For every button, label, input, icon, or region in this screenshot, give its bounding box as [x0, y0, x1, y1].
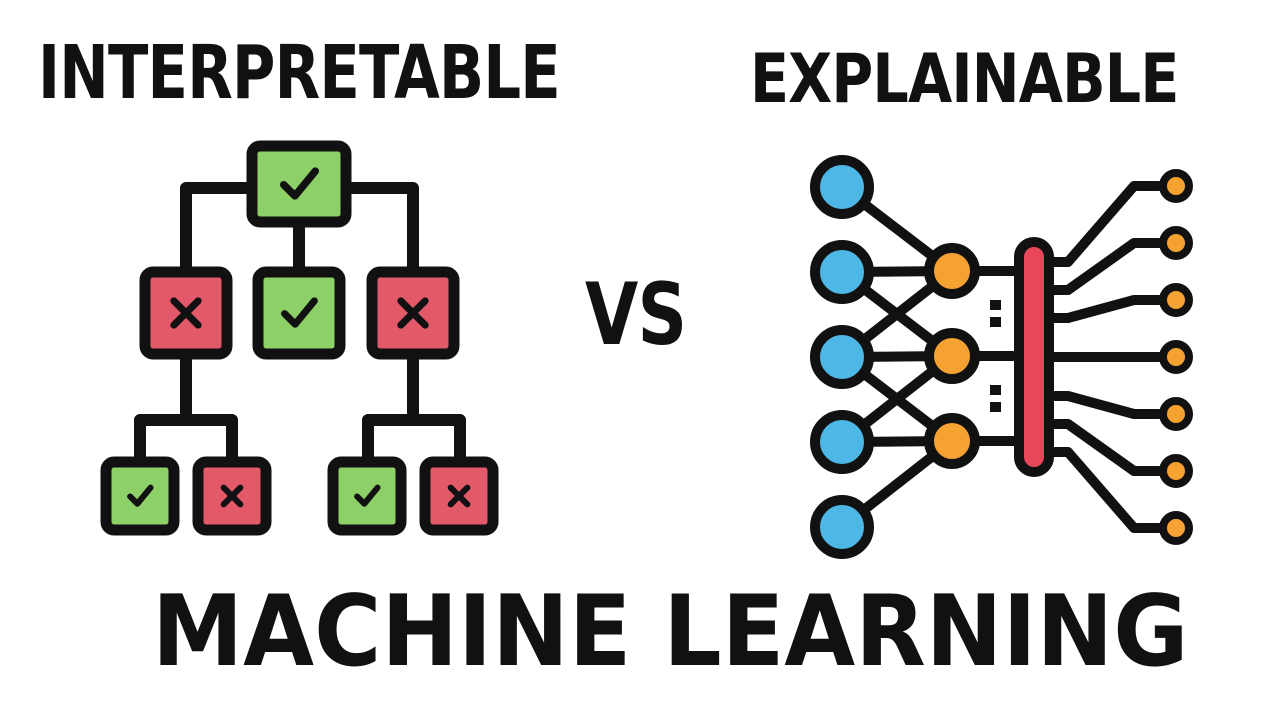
- input-node: [810, 240, 874, 304]
- explainable-title: EXPLAINABLE: [750, 40, 1179, 119]
- tree-node-box: [252, 266, 346, 360]
- output-bar: [1014, 237, 1054, 477]
- tree-node-cross: [192, 456, 272, 536]
- hidden-node: [924, 413, 980, 469]
- check-icon: [127, 484, 154, 507]
- cross-icon: [170, 297, 202, 329]
- output-node: [1159, 397, 1193, 431]
- ellipsis-dot: [990, 402, 1001, 412]
- vs-label: VS: [585, 265, 687, 365]
- network-nodes: [810, 155, 1193, 559]
- check-icon: [354, 484, 381, 507]
- output-node: [1159, 511, 1193, 545]
- tree-node-check: [327, 456, 407, 536]
- tree-node-cross: [139, 266, 233, 360]
- output-node: [1159, 454, 1193, 488]
- cross-icon: [220, 484, 244, 508]
- tree-node-check: [246, 140, 352, 228]
- network-connections: [837, 181, 1181, 533]
- input-node: [810, 155, 874, 219]
- output-lead: [1029, 295, 1181, 323]
- tree-node-check: [252, 266, 346, 360]
- ellipsis-dot: [990, 300, 1001, 310]
- output-node: [1159, 226, 1193, 260]
- input-node: [810, 410, 874, 474]
- interpretable-title: INTERPRETABLE: [38, 30, 561, 116]
- output-lead: [1029, 391, 1181, 419]
- cross-icon: [447, 484, 471, 508]
- tree-connector: [134, 414, 238, 464]
- tree-node-cross: [366, 266, 460, 360]
- ellipsis-dot: [990, 385, 1001, 395]
- tree-connector: [362, 414, 466, 464]
- output-lead: [1029, 181, 1181, 267]
- output-lead: [1029, 447, 1181, 533]
- hidden-node: [924, 328, 980, 384]
- tree-node-box: [246, 140, 352, 228]
- machine-learning-title: MACHINE LEARNING: [152, 575, 1189, 689]
- output-node: [1159, 283, 1193, 317]
- ellipsis-dot: [990, 317, 1001, 327]
- tree-nodes: [100, 140, 499, 536]
- check-icon: [281, 297, 318, 328]
- input-node: [810, 495, 874, 559]
- tree-node-check: [100, 456, 180, 536]
- tree-node-cross: [419, 456, 499, 536]
- input-node: [810, 325, 874, 389]
- output-node: [1159, 169, 1193, 203]
- check-icon: [279, 167, 320, 200]
- hidden-node: [924, 243, 980, 299]
- output-node: [1159, 340, 1193, 374]
- cross-icon: [397, 297, 429, 329]
